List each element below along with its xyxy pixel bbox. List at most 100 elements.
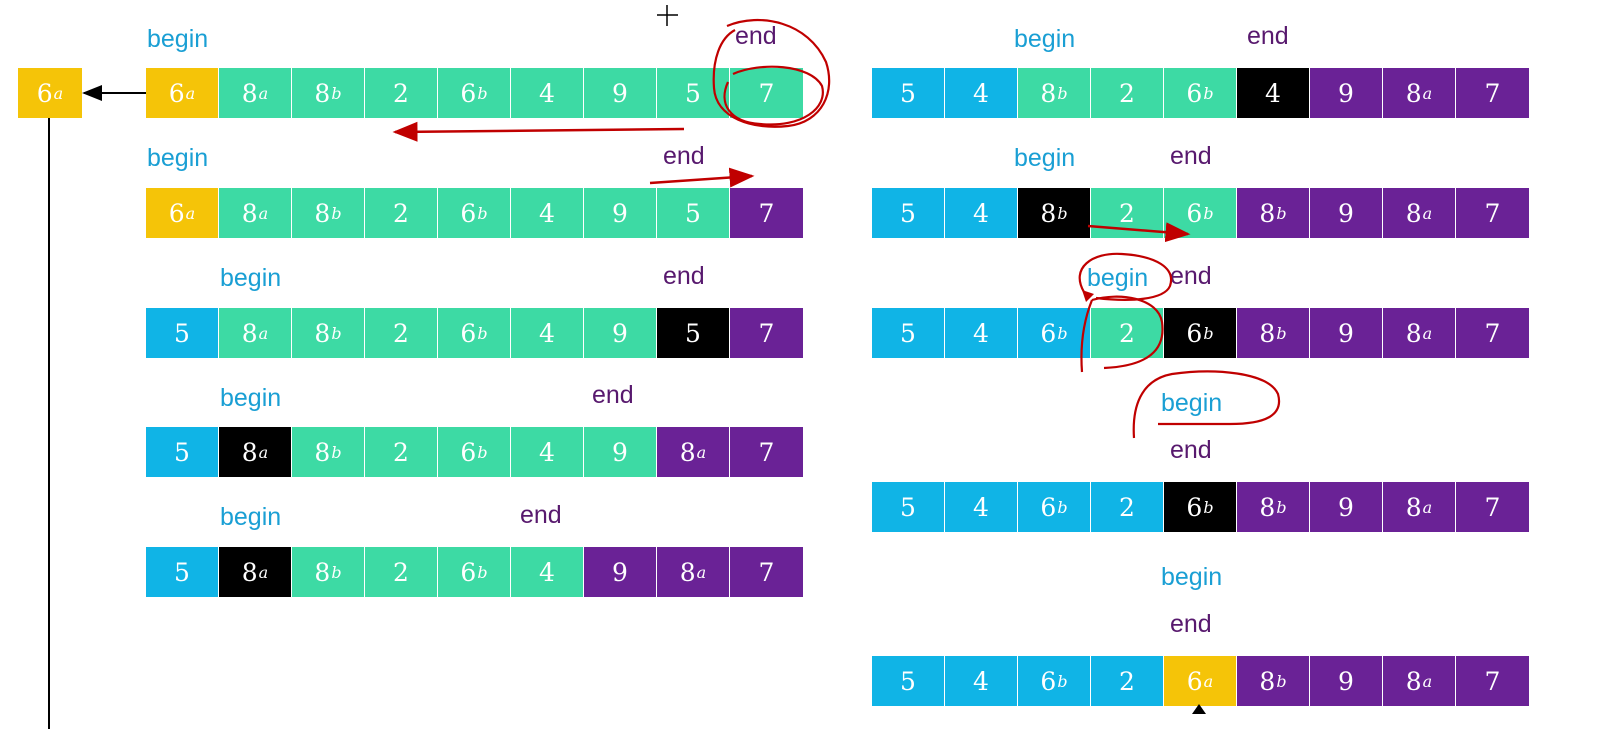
cell-value: 6: [460, 78, 477, 108]
array-cell: 4: [945, 68, 1018, 118]
cell-subscript: b: [477, 442, 488, 462]
array-cell: 9: [1310, 68, 1383, 118]
cell-value: 4: [539, 78, 555, 108]
cell-value: 6: [1186, 198, 1203, 228]
cell-subscript: a: [1422, 671, 1433, 691]
array-cell: 5: [872, 308, 945, 358]
array-cell: 4: [945, 656, 1018, 706]
cell-subscript: b: [331, 83, 342, 103]
begin-label-right-1: begin: [1014, 25, 1076, 53]
cell-value: 5: [174, 318, 190, 348]
cell-value: 5: [685, 78, 701, 108]
array-cell: 7: [730, 427, 803, 477]
cell-subscript: a: [258, 323, 269, 343]
end-label-right-4: end: [1170, 436, 1212, 464]
cell-value: 4: [539, 557, 555, 587]
cell-value: 5: [174, 557, 190, 587]
begin-label-right-4: begin: [1161, 389, 1223, 417]
cell-value: 7: [758, 437, 775, 467]
cell-value: 8: [314, 437, 331, 467]
cell-subscript: a: [696, 562, 707, 582]
cell-value: 8: [241, 557, 258, 587]
cell-value: 6: [460, 198, 477, 228]
cell-value: 9: [1338, 666, 1354, 696]
array-cell: 7: [1456, 68, 1529, 118]
end-label-right-3: end: [1170, 262, 1212, 290]
red-circle-end: [712, 18, 831, 128]
cell-value: 5: [900, 78, 916, 108]
cell-value: 4: [539, 437, 555, 467]
cell-subscript: b: [1203, 203, 1214, 223]
cell-value: 8: [314, 198, 331, 228]
cell-value: 4: [973, 78, 989, 108]
cell-value: 8: [1405, 78, 1422, 108]
array-cell: 5: [146, 547, 219, 597]
cell-value: 7: [1484, 78, 1501, 108]
crosshair-cursor-icon: [657, 5, 678, 26]
cell-subscript: a: [185, 83, 196, 103]
array-cell: 7: [730, 547, 803, 597]
cell-value: 6: [460, 437, 477, 467]
array-cell: 7: [1456, 656, 1529, 706]
cell-value: 7: [758, 78, 775, 108]
array-cell: 9: [584, 547, 657, 597]
array-cell: 4: [511, 547, 584, 597]
array-cell: 2: [365, 68, 438, 118]
begin-label-left-3: begin: [220, 264, 282, 292]
cell-subscript: b: [1276, 323, 1287, 343]
cell-value: 7: [758, 557, 775, 587]
cell-value: 6: [1186, 666, 1203, 696]
cell-subscript: b: [1057, 671, 1068, 691]
cell-subscript: a: [258, 562, 269, 582]
cell-value: 9: [612, 318, 628, 348]
cell-value: 8: [1040, 78, 1057, 108]
cell-value: 9: [612, 78, 628, 108]
cell-subscript: b: [331, 203, 342, 223]
cell-subscript: a: [185, 203, 196, 223]
cell-value: 4: [539, 318, 555, 348]
cell-subscript: b: [331, 323, 342, 343]
cell-value: 2: [393, 198, 409, 228]
cell-value: 5: [900, 492, 916, 522]
cell-value: 5: [900, 318, 916, 348]
red-arrow-left: [392, 121, 685, 142]
cell-value: 8: [314, 557, 331, 587]
array-cell: 4: [511, 427, 584, 477]
cell-value: 2: [1119, 318, 1135, 348]
begin-label-left-2: begin: [147, 144, 209, 172]
cell-value: 9: [1338, 198, 1354, 228]
cell-value: 5: [685, 198, 701, 228]
red-circle-begin-2: [1132, 370, 1281, 439]
cell-value: 6: [1186, 318, 1203, 348]
cell-value: 7: [758, 318, 775, 348]
array-cell: 2: [1091, 308, 1164, 358]
cell-subscript: b: [1057, 497, 1068, 517]
array-cell: 7: [1456, 188, 1529, 238]
cell-value: 2: [1119, 492, 1135, 522]
cell-value: 8: [241, 437, 258, 467]
cell-value: 2: [393, 318, 409, 348]
array-cell: 4: [1237, 68, 1310, 118]
array-cell: 9: [584, 308, 657, 358]
end-label-right-5: end: [1170, 610, 1212, 638]
